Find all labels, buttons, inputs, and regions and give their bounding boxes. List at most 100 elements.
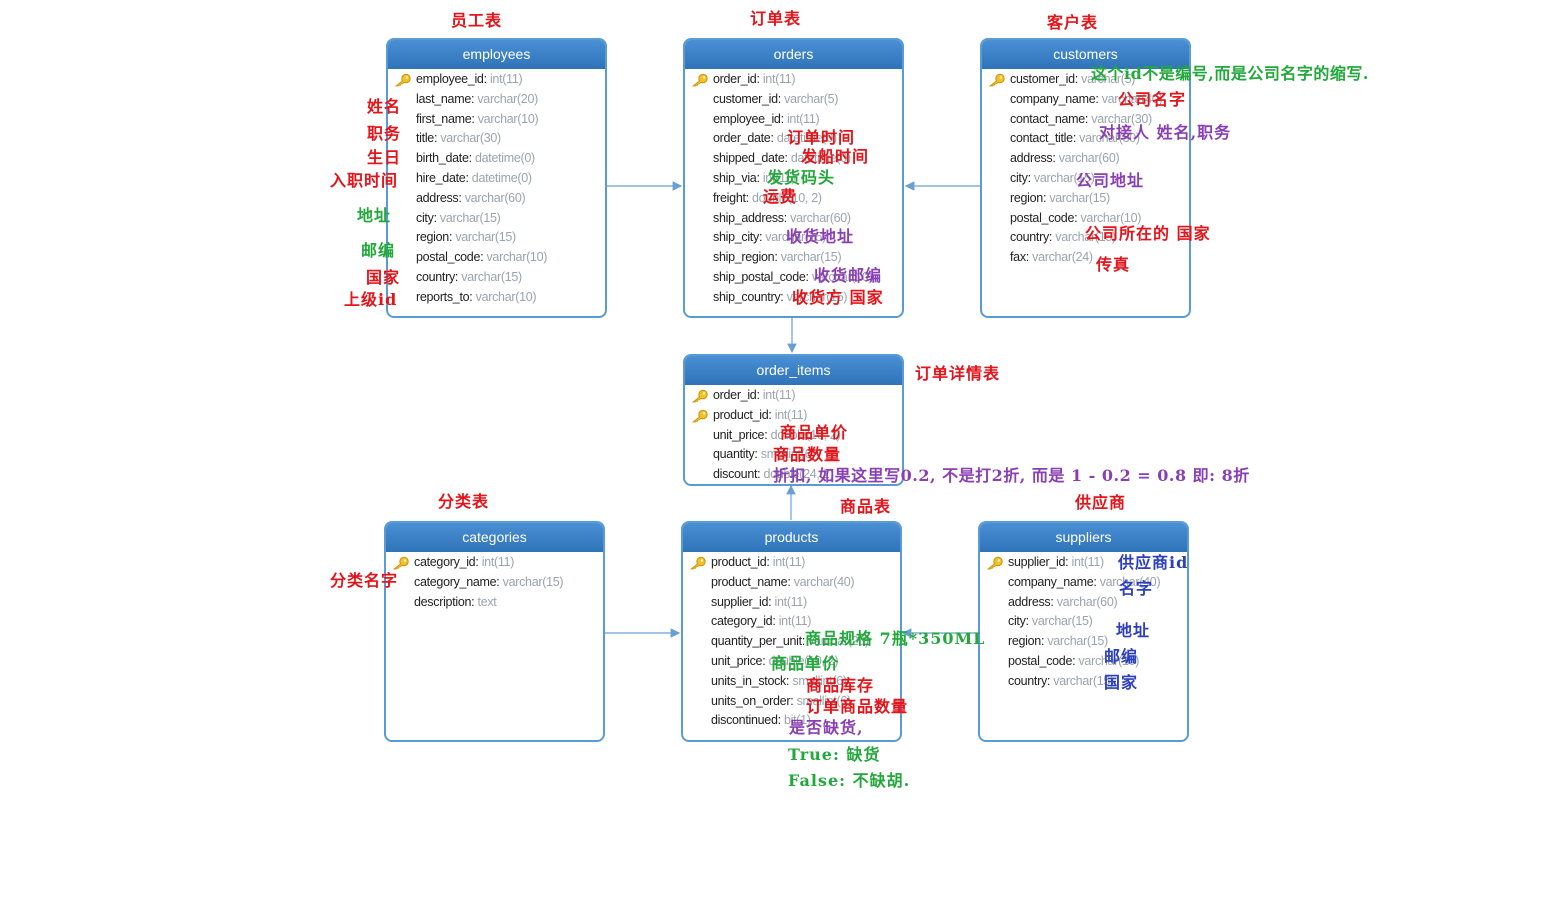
column-row[interactable]: employee_id: int(11) bbox=[388, 70, 605, 90]
column-type: varchar(40) bbox=[1101, 91, 1163, 106]
column-row[interactable]: discount: double(24, 2) bbox=[685, 465, 902, 484]
column-row[interactable]: hire_date: datetime(0) bbox=[388, 169, 605, 189]
column-row[interactable]: postal_code: varchar(10) bbox=[982, 209, 1189, 229]
annotation-ord-ship-addr: 收货地址 bbox=[786, 227, 855, 246]
table-products[interactable]: products product_id: int(11)product_name… bbox=[681, 521, 902, 742]
column-separator: : bbox=[483, 72, 490, 86]
column-row[interactable]: freight: double(10, 2) bbox=[685, 189, 902, 209]
column-row[interactable]: unit_price: double(10, 2) bbox=[683, 652, 900, 672]
column-row[interactable]: city: varchar(15) bbox=[980, 612, 1187, 632]
column-name: contact_title bbox=[1010, 131, 1073, 146]
table-order-items[interactable]: order_items order_id: int(11)product_id:… bbox=[683, 354, 904, 486]
column-row[interactable]: reports_to: varchar(10) bbox=[388, 288, 605, 308]
column-row[interactable]: description: text bbox=[386, 593, 603, 613]
table-customers[interactable]: customers customer_id: varchar(5)company… bbox=[980, 38, 1191, 318]
table-orders[interactable]: orders order_id: int(11)customer_id: var… bbox=[683, 38, 904, 318]
column-separator: : bbox=[780, 289, 787, 304]
column-row[interactable]: unit_price: double(10, 2) bbox=[685, 426, 902, 446]
column-row[interactable]: contact_title: varchar(30) bbox=[982, 129, 1189, 149]
column-row[interactable]: ship_postal_code: varchar(10) bbox=[685, 268, 902, 288]
column-type: varchar(40) bbox=[793, 574, 855, 589]
column-name: ship_region bbox=[713, 250, 775, 265]
column-separator: : bbox=[777, 713, 784, 728]
column-row[interactable]: fax: varchar(24) bbox=[982, 248, 1189, 268]
column-type: varchar(15) bbox=[1053, 673, 1114, 688]
column-row[interactable]: ship_via: int(11) bbox=[685, 169, 902, 189]
column-row[interactable]: company_name: varchar(40) bbox=[982, 90, 1189, 110]
column-name: region bbox=[1010, 190, 1043, 205]
column-row[interactable]: customer_id: varchar(5) bbox=[685, 90, 902, 110]
column-row[interactable]: address: varchar(60) bbox=[982, 149, 1189, 169]
column-name: product_id bbox=[713, 407, 769, 422]
table-suppliers[interactable]: suppliers supplier_id: int(11)company_na… bbox=[978, 521, 1189, 742]
column-type: int(11) bbox=[774, 594, 808, 609]
primary-key-icon bbox=[691, 73, 709, 87]
column-row[interactable]: birth_date: datetime(0) bbox=[388, 149, 605, 169]
column-row[interactable]: category_id: int(11) bbox=[683, 612, 900, 632]
column-row[interactable]: product_id: int(11) bbox=[685, 406, 902, 426]
annotation-suppliers-title: 供应商 bbox=[1075, 493, 1127, 512]
column-type: smallint(6) bbox=[792, 673, 847, 688]
column-name: customer_id bbox=[1010, 72, 1075, 86]
column-row[interactable]: category_name: varchar(15) bbox=[386, 573, 603, 593]
column-name: category_id bbox=[414, 555, 476, 569]
column-row[interactable]: customer_id: varchar(5) bbox=[982, 70, 1189, 90]
column-row[interactable]: country: varchar(15) bbox=[982, 228, 1189, 248]
column-row[interactable]: order_id: int(11) bbox=[685, 70, 902, 90]
column-row[interactable]: address: varchar(60) bbox=[388, 189, 605, 209]
column-row[interactable]: product_name: varchar(40) bbox=[683, 573, 900, 593]
column-row[interactable]: last_name: varchar(20) bbox=[388, 90, 605, 110]
column-separator: : bbox=[768, 407, 775, 422]
column-row[interactable]: product_id: int(11) bbox=[683, 553, 900, 573]
annotation-emp-country: 国家 bbox=[366, 268, 401, 287]
column-row[interactable]: postal_code: varchar(10) bbox=[388, 248, 605, 268]
column-row[interactable]: address: varchar(60) bbox=[980, 593, 1187, 613]
column-row[interactable]: supplier_id: int(11) bbox=[683, 593, 900, 613]
column-separator: : bbox=[783, 210, 791, 225]
column-row[interactable]: category_id: int(11) bbox=[386, 553, 603, 573]
column-row[interactable]: region: varchar(15) bbox=[982, 189, 1189, 209]
column-row[interactable]: order_date: datetime(0) bbox=[685, 129, 902, 149]
column-row[interactable]: ship_country: varchar(15) bbox=[685, 288, 902, 308]
column-row[interactable]: discontinued: bit(1) bbox=[683, 711, 900, 731]
column-separator: : bbox=[1093, 574, 1100, 589]
table-categories[interactable]: categories category_id: int(11)category_… bbox=[384, 521, 605, 742]
column-row[interactable]: region: varchar(15) bbox=[980, 632, 1187, 652]
column-row[interactable]: contact_name: varchar(30) bbox=[982, 110, 1189, 130]
column-row[interactable]: units_on_order: smallint(6) bbox=[683, 692, 900, 712]
column-row[interactable]: ship_region: varchar(15) bbox=[685, 248, 902, 268]
column-name: city bbox=[1008, 614, 1026, 629]
column-separator: : bbox=[774, 250, 781, 265]
column-row[interactable]: first_name: varchar(10) bbox=[388, 110, 605, 130]
annotation-ord-freight: 运费 bbox=[763, 187, 798, 206]
column-row[interactable]: title: varchar(30) bbox=[388, 129, 605, 149]
column-name: ship_city bbox=[713, 230, 759, 245]
column-row[interactable]: city: varchar(15) bbox=[388, 209, 605, 229]
column-row[interactable]: units_in_stock: smallint(6) bbox=[683, 672, 900, 692]
column-row[interactable]: shipped_date: datetime(0) bbox=[685, 149, 902, 169]
column-row[interactable]: region: varchar(15) bbox=[388, 228, 605, 248]
column-row[interactable]: country: varchar(15) bbox=[388, 268, 605, 288]
column-type: datetime(0) bbox=[471, 170, 532, 185]
column-row[interactable]: order_id: int(11) bbox=[685, 386, 902, 406]
column-separator: : bbox=[770, 131, 777, 146]
column-row[interactable]: quantity_per_unit: varchar(20) bbox=[683, 632, 900, 652]
table-employees[interactable]: employees employee_id: int(11)last_name:… bbox=[386, 38, 607, 318]
column-row[interactable]: ship_address: varchar(60) bbox=[685, 209, 902, 229]
column-row[interactable]: company_name: varchar(40) bbox=[980, 573, 1187, 593]
column-name: address bbox=[1008, 594, 1051, 609]
column-row[interactable]: city: varchar(15) bbox=[982, 169, 1189, 189]
annotation-cus-company: 公司名字 bbox=[1118, 90, 1187, 109]
column-row[interactable]: supplier_id: int(11) bbox=[980, 553, 1187, 573]
column-row[interactable]: postal_code: varchar(10) bbox=[980, 652, 1187, 672]
column-separator: : bbox=[1046, 673, 1054, 688]
annotation-cus-id: 这个id不是编号,而是公司名字的缩写. bbox=[1091, 64, 1369, 83]
column-row[interactable]: employee_id: int(11) bbox=[685, 110, 902, 130]
column-row[interactable]: ship_city: varchar(15) bbox=[685, 228, 902, 248]
column-row[interactable]: country: varchar(15) bbox=[980, 672, 1187, 692]
column-row[interactable]: quantity: smallint(6) bbox=[685, 445, 902, 465]
table-title: order_items bbox=[685, 356, 902, 385]
column-type: varchar(10) bbox=[811, 269, 873, 284]
annotation-prod-price: 商品单价 bbox=[771, 654, 840, 673]
column-separator: : bbox=[1074, 210, 1081, 225]
